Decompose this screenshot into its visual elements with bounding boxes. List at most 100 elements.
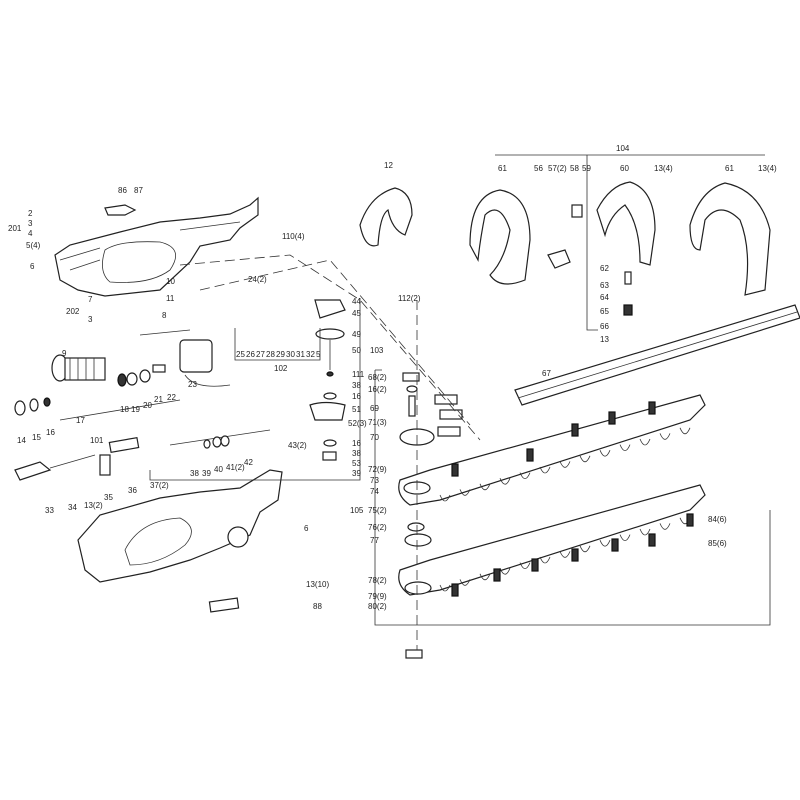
bolt — [608, 411, 616, 425]
gearbox-parts — [14, 299, 346, 481]
part-label: 37(2) — [150, 481, 169, 490]
part-label: 57(2) — [548, 164, 567, 173]
part-label: 41(2) — [226, 463, 245, 472]
blade-tooth — [479, 483, 491, 491]
part-label: 26 — [246, 350, 255, 359]
part-label: 3 — [88, 315, 93, 324]
part-label: 16(2) — [368, 385, 387, 394]
part-label: 79(9) — [368, 592, 387, 601]
blade-tooth — [599, 540, 611, 547]
part-label: 53 — [352, 459, 361, 468]
blade-tooth — [519, 472, 531, 479]
part-label: 103 — [370, 346, 384, 355]
part-label: 3 — [28, 219, 33, 228]
blade-tooth — [579, 455, 591, 463]
part-label: 76(2) — [368, 523, 387, 532]
part-label: 73 — [370, 476, 379, 485]
part-label: 80(2) — [368, 602, 387, 611]
blade-tooth — [499, 568, 511, 575]
blade-tooth — [459, 489, 471, 496]
bolt — [493, 568, 501, 582]
part-label: 110(4) — [282, 232, 305, 241]
part-label: 70 — [370, 433, 379, 442]
blade-tooth — [659, 433, 671, 440]
part-label: 66 — [600, 322, 609, 331]
part-label: 16 — [352, 439, 361, 448]
part-label: 88 — [313, 602, 322, 611]
part-label: 5 — [316, 350, 321, 359]
part-label: 27 — [256, 350, 265, 359]
part-label: 13(4) — [758, 164, 777, 173]
part-label: 13 — [600, 335, 609, 344]
part-label: 32 — [306, 350, 315, 359]
drive-gear — [399, 300, 463, 659]
part-label: 4 — [28, 229, 33, 238]
part-label: 64 — [600, 293, 609, 302]
part-label: 42 — [244, 458, 253, 467]
part-label: 10 — [166, 277, 175, 286]
blade-tooth — [679, 427, 691, 435]
part-label: 51 — [352, 405, 361, 414]
part-label: 111 — [352, 370, 365, 379]
lower-housing — [77, 469, 283, 613]
part-label: 56 — [534, 164, 543, 173]
part-label: 65 — [600, 307, 609, 316]
part-label: 74 — [370, 487, 379, 496]
part-label: 68(2) — [368, 373, 387, 382]
blade-tooth — [659, 523, 671, 530]
blade-tooth — [439, 584, 451, 592]
part-label: 30 — [286, 350, 295, 359]
part-label: 38 — [352, 449, 361, 458]
part-label: 63 — [600, 281, 609, 290]
part-label: 105 — [350, 506, 364, 515]
blade-tooth — [479, 573, 491, 581]
part-label: 21 — [154, 395, 163, 404]
part-label: 8 — [162, 311, 167, 320]
part-label: 59 — [582, 164, 591, 173]
part-label: 14 — [17, 436, 26, 445]
part-label: 6 — [304, 524, 309, 533]
part-label: 11 — [166, 294, 175, 303]
part-label: 36 — [128, 486, 137, 495]
blade-tooth — [539, 556, 551, 564]
part-label: 6 — [30, 262, 35, 271]
part-label: 31 — [296, 350, 305, 359]
bolt — [611, 538, 619, 552]
part-label: 61 — [498, 164, 507, 173]
part-label: 13(4) — [654, 164, 673, 173]
part-label: 45 — [352, 309, 361, 318]
part-label: 7 — [88, 295, 93, 304]
motor-parts — [14, 329, 231, 416]
bolt — [451, 463, 459, 477]
part-label: 86 — [118, 186, 127, 195]
blade-tooth — [599, 450, 611, 457]
part-label: 12 — [384, 161, 393, 170]
bolt — [571, 548, 579, 562]
part-label: 33 — [45, 506, 54, 515]
blade-tooth — [439, 494, 451, 502]
bolt — [686, 513, 694, 527]
part-label: 40 — [214, 465, 223, 474]
part-label: 102 — [274, 364, 288, 373]
part-label: 75(2) — [368, 506, 387, 515]
part-label: 78(2) — [368, 576, 387, 585]
part-label: 2 — [28, 209, 33, 218]
bolt — [648, 401, 656, 415]
part-label: 38 — [352, 381, 361, 390]
part-label: 62 — [600, 264, 609, 273]
part-label: 29 — [276, 350, 285, 359]
part-label: 44 — [352, 297, 361, 306]
blade-tooth — [459, 579, 471, 586]
part-label: 52(3) — [348, 419, 367, 428]
part-label: 39 — [352, 469, 361, 478]
part-label: 13(2) — [84, 501, 103, 510]
part-label: 5(4) — [26, 241, 41, 250]
part-label: 16 — [46, 428, 55, 437]
part-label: 77 — [370, 536, 379, 545]
part-label: 112(2) — [398, 294, 421, 303]
part-label: 43(2) — [288, 441, 307, 450]
part-label: 201 — [8, 224, 22, 233]
part-label: 15 — [32, 433, 41, 442]
